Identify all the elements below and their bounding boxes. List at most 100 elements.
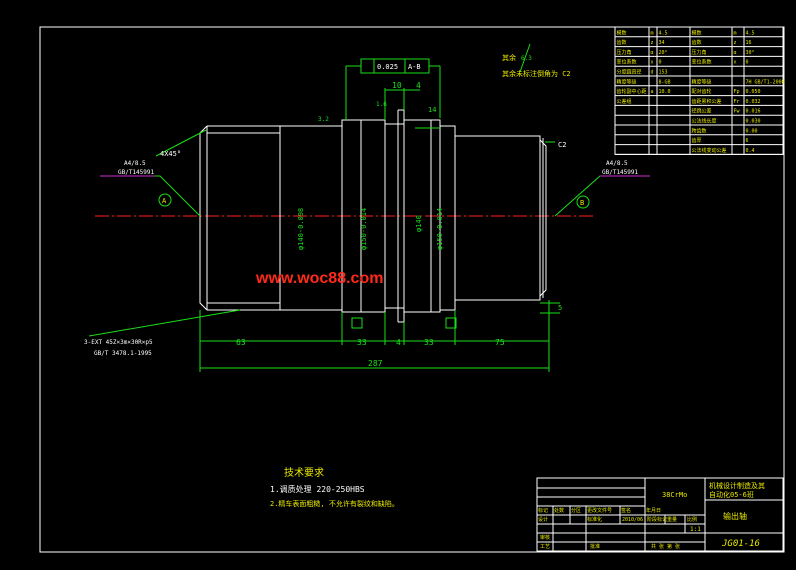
- center-hole-right: A4/8.5: [606, 160, 628, 167]
- process-label: 工艺: [540, 544, 550, 550]
- dim-287: 287: [368, 359, 383, 368]
- param-cell: z: [651, 40, 654, 46]
- approve-label: 批准: [590, 543, 600, 550]
- title-block-label: 年月日: [646, 507, 661, 514]
- title-block-label-2: 标准化: [587, 516, 602, 523]
- param-cell: 公法线变动公差: [692, 147, 727, 154]
- dim-33-left: 33: [357, 338, 367, 347]
- drawing-frame: [39, 26, 785, 553]
- param-cell: m: [734, 30, 737, 36]
- roughness-general: 6.3: [521, 55, 532, 62]
- param-cell: Fw: [734, 109, 741, 115]
- roughness-a: 3.2: [318, 116, 329, 123]
- review-label: 审核: [540, 534, 550, 541]
- param-cell: 6: [746, 138, 749, 144]
- param-cell: 0: [659, 60, 662, 66]
- diameter-left: φ140-0.098: [297, 208, 305, 250]
- param-cell: 0.032: [746, 99, 761, 105]
- param-cell: 8-GB: [659, 79, 671, 85]
- param-cell: 变位系数: [692, 59, 712, 66]
- param-cell: 0.00: [746, 128, 758, 134]
- param-cell: 分度圆直径: [617, 69, 642, 76]
- title-block-label: 更改文件号: [587, 507, 612, 514]
- title-block: [536, 477, 784, 552]
- title-block-label-2: 重量: [667, 516, 677, 523]
- datum-b-label: B: [580, 199, 584, 207]
- param-cell: 径跳公差: [692, 108, 712, 115]
- param-cell: 34: [659, 40, 665, 46]
- datum-ref: A-B: [408, 63, 421, 71]
- title-block-label-2: 设计: [538, 516, 548, 523]
- dim-14: 14: [428, 106, 436, 114]
- param-cell: x: [651, 60, 654, 66]
- param-cell: 齿距累积公差: [692, 98, 722, 105]
- drawing-number: JG01-16: [721, 539, 760, 549]
- param-cell: 4.5: [746, 30, 755, 36]
- shaft-outline: [199, 109, 547, 323]
- sheet-count: 共 张 第 张: [651, 543, 680, 550]
- center-hole-left-std: GB/T145991: [118, 169, 155, 176]
- watermark: www.woc88.com: [255, 270, 383, 287]
- title-block-label: 签名: [621, 507, 631, 514]
- param-cell: 齿厚: [692, 138, 702, 144]
- param-cell: d: [651, 70, 654, 76]
- title-line-1: 机械设计制造及其: [709, 481, 765, 490]
- material: 38CrMo: [662, 491, 687, 499]
- dim-75: 75: [495, 338, 505, 347]
- param-cell: 7H GB/T1-2008: [746, 79, 785, 85]
- param-cell: 精度等级: [692, 78, 712, 85]
- param-cell: 20°: [659, 50, 668, 56]
- spline-standard: GB/T 3478.1-1995: [94, 350, 152, 357]
- diameter-bearing-1: φ150-0.014: [360, 208, 368, 250]
- param-cell: Fr: [734, 99, 740, 105]
- param-cell: 0.4: [746, 148, 755, 154]
- center-hole-right-std: GB/T145991: [602, 169, 639, 176]
- param-cell: 模数: [617, 29, 627, 36]
- param-cell: 模数: [692, 29, 702, 36]
- param-cell: z: [734, 40, 737, 46]
- tech-req-line-2: 2.精车表面粗糙, 不允许有裂纹和缺陷。: [270, 499, 399, 508]
- title-line-2: 自动化05-6班: [709, 490, 754, 499]
- param-cell: 0.016: [746, 109, 761, 115]
- runout-tolerance: 0.025: [377, 63, 398, 71]
- dim-63: 63: [236, 338, 246, 347]
- design-date: 2010/06: [622, 517, 643, 523]
- param-cell: 变位系数: [617, 59, 637, 66]
- tech-req-line-1: 1.调质处理 220-250HBS: [270, 484, 365, 494]
- tech-req-title: 技术要求: [284, 466, 324, 479]
- param-cell: 压力角: [617, 49, 632, 56]
- diameter-bearing-2: φ150-0.014: [436, 208, 444, 250]
- param-cell: m: [651, 30, 654, 36]
- title-block-labels: 标记处数分区更改文件号 签名 年月日设计 标准化 阶段标记重量 比例: [538, 507, 697, 523]
- param-cell: 10.0: [659, 89, 671, 95]
- param-cell: 0.050: [746, 89, 761, 95]
- param-cell: 4.5: [659, 30, 668, 36]
- param-cell: 精度等级: [617, 78, 637, 85]
- param-cell: Fp: [734, 89, 740, 95]
- dim-10: 10: [392, 81, 402, 90]
- param-cell: 跨齿数: [692, 127, 707, 134]
- param-cell: 配对齿轮: [692, 88, 712, 95]
- title-block-label: 分区: [571, 507, 581, 514]
- title-block-label: 处数: [554, 507, 564, 514]
- dimension-lines: [88, 43, 650, 372]
- param-cell: 公法线长度: [692, 118, 717, 125]
- title-block-label: 标记: [538, 507, 548, 514]
- center-hole-left: A4/8.5: [124, 160, 146, 167]
- datum-a-label: A: [162, 197, 167, 205]
- param-cell: 齿轮副中心距: [617, 88, 647, 95]
- param-cell: α: [651, 50, 654, 56]
- note-rest: 其余: [502, 53, 516, 62]
- param-cell: 0: [746, 60, 749, 66]
- param-cell: x: [734, 60, 737, 66]
- title-block-label-2: 比例: [687, 516, 697, 523]
- dim-33-right: 33: [424, 338, 434, 347]
- title-block-label-2: 阶段标记: [647, 516, 667, 523]
- dim-4-top: 4: [416, 81, 421, 90]
- param-cell: 0.030: [746, 119, 761, 125]
- note-chamfer: 其余未标注倒角为 C2: [502, 69, 571, 78]
- param-cell: 16: [746, 40, 752, 46]
- dim-4-groove: 4: [396, 338, 401, 347]
